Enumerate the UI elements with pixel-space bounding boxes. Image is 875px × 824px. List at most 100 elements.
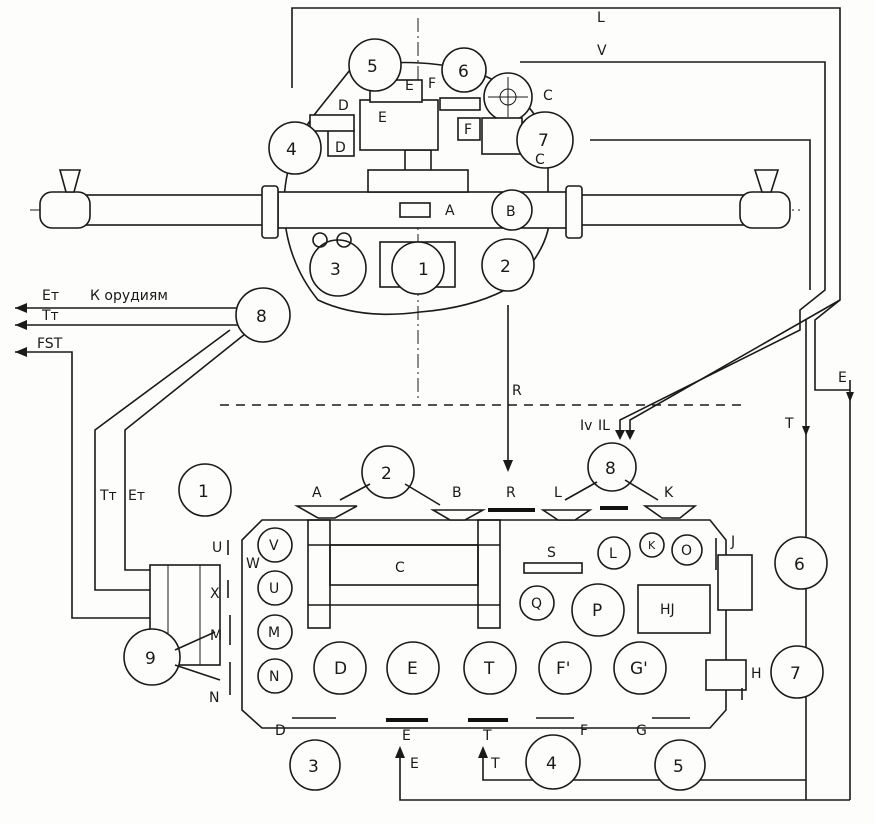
circle-g-prime [613,641,667,695]
unit-f-arm [439,97,481,111]
circle-n [257,658,293,694]
label-hw-b: B [452,485,462,501]
label-uc1: C [543,88,553,104]
label-hw-e: E [402,728,411,744]
label-c-n: N [269,669,279,685]
label-hw-f: F [580,723,588,739]
label-u5: 5 [367,57,378,77]
label-l9: 9 [145,649,156,669]
lower-circle-3 [289,739,341,791]
labels: L V 5 6 7 4 3 1 2 E E F F C C D D A B Eт… [37,10,847,777]
label-iv: Iv [580,418,592,434]
label-l6: 6 [794,555,805,575]
upper-circle-7 [516,111,574,169]
label-l4: 4 [546,754,557,774]
label-c-fp: F' [556,659,570,679]
label-n-side: N [209,690,219,706]
circle-p [571,583,625,637]
label-v-top: V [597,43,607,59]
label-ua: A [445,203,455,219]
label-e-right: E [838,370,847,386]
flange-left [261,185,279,239]
label-hw-t: T [482,728,492,744]
rect-hj [637,584,711,634]
line-fst-out [15,351,150,619]
hw-a [293,505,358,519]
label-c-hj: HJ [660,602,675,618]
unit-e-body [359,99,439,151]
label-u1: 1 [418,260,429,280]
upper-assembly [30,18,800,400]
upper-circle-6 [441,47,487,93]
unit-d-top [309,114,355,132]
rect-j-box [717,554,753,611]
label-et: Eт [128,488,145,504]
label-c-m: M [268,625,280,641]
label-c-gp: G' [630,659,648,679]
upper-circle-1 [391,241,445,295]
label-return-t: T [490,756,500,772]
label-uf1: F [428,76,436,92]
box-9-panel [149,564,221,666]
upper-circle-5 [348,38,402,92]
rect-s [523,562,583,574]
circle-u [257,570,293,606]
label-uc2: C [535,152,545,168]
label-return-e: E [410,756,419,772]
label-c-l: L [609,546,617,562]
label-hw-a: A [312,485,322,501]
label-j-side: J [730,534,735,550]
hw-b [430,509,487,521]
label-u4: 4 [286,140,297,160]
label-tt: Tт [99,488,117,504]
unit-d-box [327,129,355,157]
label-u3: 3 [330,260,341,280]
label-m-side: M [210,628,222,644]
rect-h-box [705,659,747,691]
eyepiece-left [39,191,91,229]
label-c-e: E [407,659,418,679]
rect-c [329,544,479,586]
label-l-top: L [597,10,605,26]
circle-e [386,641,440,695]
hw-k [642,505,698,519]
unit-b-wheel [491,189,533,231]
label-w-side: W [246,556,260,572]
label-l2: 2 [381,464,392,484]
label-l5: 5 [673,757,684,777]
lower-circle-6 [774,536,828,590]
lower-circle-5 [654,739,706,791]
label-to-guns: К орудиям [90,288,168,304]
label-u-side: U [212,540,222,556]
label-c-o: O [681,543,692,559]
eyepiece-left-cap [58,169,82,193]
label-t-out: Tт [41,308,59,324]
label-c-k: K [648,539,656,552]
label-hw-d: D [275,723,286,739]
label-c-u: U [269,581,279,597]
hw-l [540,509,593,521]
lower-circle-1 [178,463,232,517]
upper-circle-4 [268,121,322,175]
label-c-d: D [334,659,347,679]
line-v [520,61,826,435]
upper-circle-3 [309,239,367,297]
label-ue2: E [378,110,387,126]
label-r-mid: R [512,383,522,399]
label-t-right: T [784,416,794,432]
label-s: S [547,545,556,561]
lower-circle-9 [123,628,181,686]
upper-circle-2 [481,238,535,292]
circle-f-prime [538,641,592,695]
label-x-side: X [210,586,220,602]
circle-m [257,614,293,650]
label-ub: B [506,204,516,220]
circle-d [313,641,367,695]
label-hw-l: L [554,485,562,501]
lower-circle-8 [587,442,637,492]
lower-table [123,287,828,791]
label-il: IL [598,418,610,434]
unit-c-box [481,117,523,155]
